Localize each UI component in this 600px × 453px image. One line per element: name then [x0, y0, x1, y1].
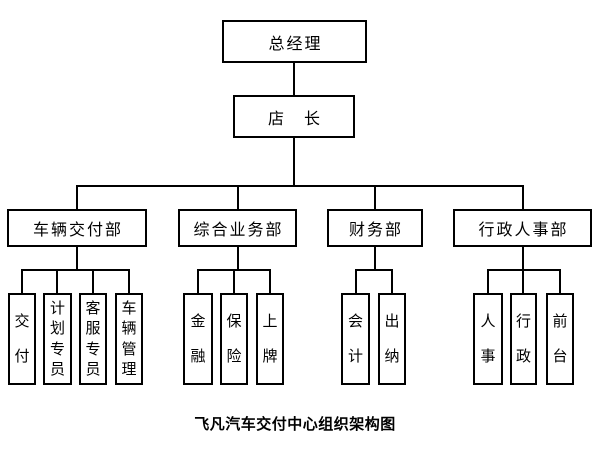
role-box-financing: 金融	[183, 293, 213, 385]
role-box-plate-registration: 上牌	[256, 293, 284, 385]
role-box-customer-service-specialist: 客服专员	[79, 293, 107, 385]
dept-box-comprehensive-business: 综合业务部	[178, 209, 297, 247]
org-box-general-manager: 总经理	[222, 20, 367, 63]
role-box-accounting: 会计	[341, 293, 370, 385]
role-box-cashier: 出纳	[378, 293, 406, 385]
role-box-admin: 行政	[510, 293, 537, 385]
role-box-hr: 人事	[473, 293, 503, 385]
dept-box-finance: 财务部	[327, 209, 423, 247]
role-box-front-desk: 前台	[546, 293, 574, 385]
role-box-delivery: 交付	[8, 293, 36, 385]
role-box-insurance: 保险	[220, 293, 248, 385]
dept-box-vehicle-delivery: 车辆交付部	[7, 209, 147, 247]
dept-box-admin-hr: 行政人事部	[453, 209, 592, 247]
chart-caption: 飞凡汽车交付中心组织架构图	[194, 416, 396, 433]
role-box-planning-specialist: 计划专员	[43, 293, 72, 385]
org-box-store-manager: 店 长	[233, 95, 355, 138]
role-box-vehicle-management: 车辆管理	[115, 293, 143, 385]
